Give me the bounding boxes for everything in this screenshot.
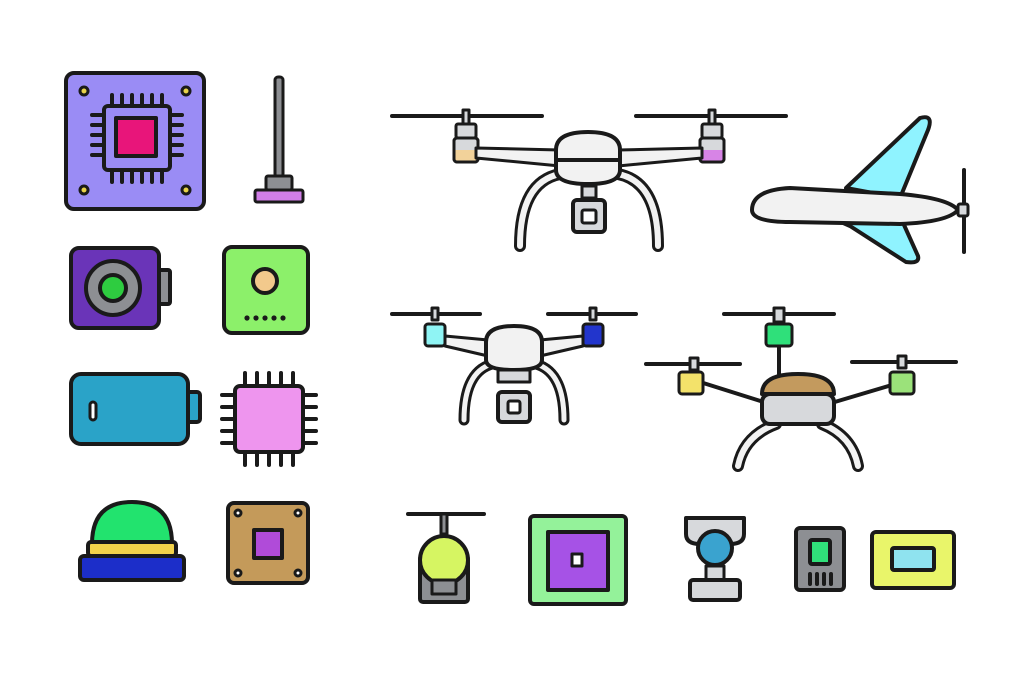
circuit-board-icon	[64, 71, 206, 211]
airplane-icon	[750, 115, 970, 265]
quadcopter-large-icon	[390, 108, 788, 252]
battery-icon	[69, 372, 202, 446]
quadcopter-medium-icon	[390, 306, 638, 426]
square-module-icon	[528, 514, 628, 606]
dome-light-icon	[78, 500, 186, 582]
single-rotor-icon	[406, 512, 486, 604]
microchip-icon	[220, 371, 318, 467]
antenna-icon	[253, 75, 305, 204]
small-device-icon	[794, 526, 846, 592]
display-screen-icon	[870, 530, 956, 590]
camera-module-icon	[69, 246, 172, 330]
sensor-board-icon	[222, 245, 310, 335]
mount-plate-icon	[226, 501, 310, 585]
gimbal-camera-icon	[684, 516, 746, 602]
hexacopter-icon	[644, 306, 958, 472]
